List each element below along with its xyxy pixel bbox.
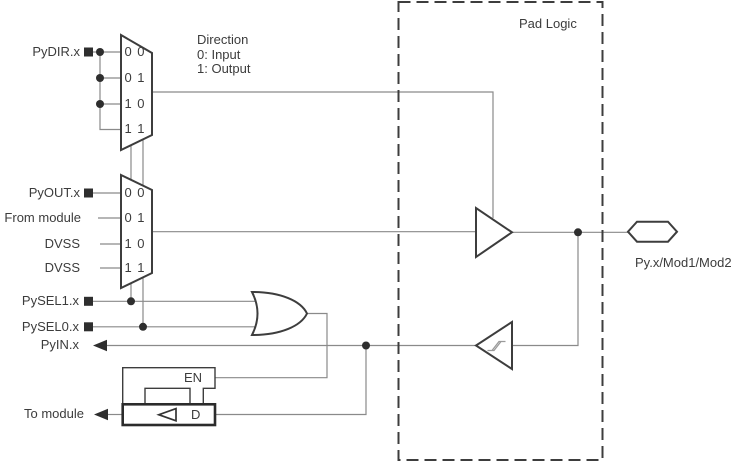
junction-dot [96, 100, 104, 108]
pad-name-label: Py.x/Mod1/Mod2 [635, 255, 732, 270]
pydir-register-square [84, 47, 93, 57]
latch-clock-triangle-icon [156, 407, 177, 423]
label-pyin: PyIN.x [40, 337, 79, 352]
output-mux-row-10: 1 0 [124, 236, 146, 251]
to-module-arrowhead-icon [94, 408, 108, 421]
input-schmitt-buffer [474, 320, 513, 371]
hysteresis-icon [487, 340, 506, 352]
direction-mux-row-00: 0 0 [124, 44, 146, 59]
pysel0-register-square [84, 322, 93, 332]
label-from-module: From module [4, 210, 81, 225]
direction-note: Direction 0: Input 1: Output [197, 32, 251, 77]
wire-direction-mux-out-to-driver-enable [152, 91, 494, 218]
output-mux [120, 173, 153, 290]
direction-mux-row-11: 1 1 [124, 121, 146, 136]
direction-mux [120, 33, 153, 152]
junction-dot [574, 228, 582, 237]
label-pysel0: PySEL0.x [21, 319, 79, 334]
pyout-register-square [84, 188, 93, 198]
output-mux-row-00: 0 0 [124, 185, 146, 200]
d-latch-label: D [191, 407, 201, 422]
pysel1-register-square [84, 296, 93, 306]
pyin-arrowhead-icon [93, 339, 107, 352]
enable-latch-label: EN [184, 370, 203, 385]
direction-note-line3: 1: Output [197, 61, 251, 76]
wire-pydir-bus [99, 52, 121, 131]
junction-dot [96, 74, 104, 82]
label-pydir: PyDIR.x [32, 44, 80, 59]
junction-dot [362, 341, 370, 350]
pad-hexagon [626, 220, 679, 243]
pad-logic-dashed-box [397, 1, 604, 461]
direction-mux-row-01: 0 1 [124, 70, 146, 85]
label-dvss-b: DVSS [44, 260, 80, 275]
direction-mux-row-10: 1 0 [124, 96, 146, 111]
wire-pad-to-schmitt [512, 232, 579, 347]
direction-note-line2: 0: Input [197, 46, 241, 62]
or-gate [250, 290, 309, 337]
label-pyout: PyOUT.x [28, 185, 80, 200]
label-to-module: To module [24, 406, 84, 421]
junction-dot [139, 322, 147, 331]
label-dvss-a: DVSS [44, 236, 80, 251]
junction-dot [96, 48, 104, 56]
direction-note-line1: Direction [197, 32, 249, 47]
output-driver-buffer [475, 206, 514, 259]
junction-dot [127, 297, 135, 306]
output-mux-row-11: 1 1 [124, 260, 146, 275]
wire-pyin-to-d-latch [215, 345, 367, 416]
output-mux-row-01: 0 1 [124, 210, 146, 225]
pad-logic-title: Pad Logic [519, 16, 577, 31]
label-pysel1: PySEL1.x [21, 293, 79, 308]
